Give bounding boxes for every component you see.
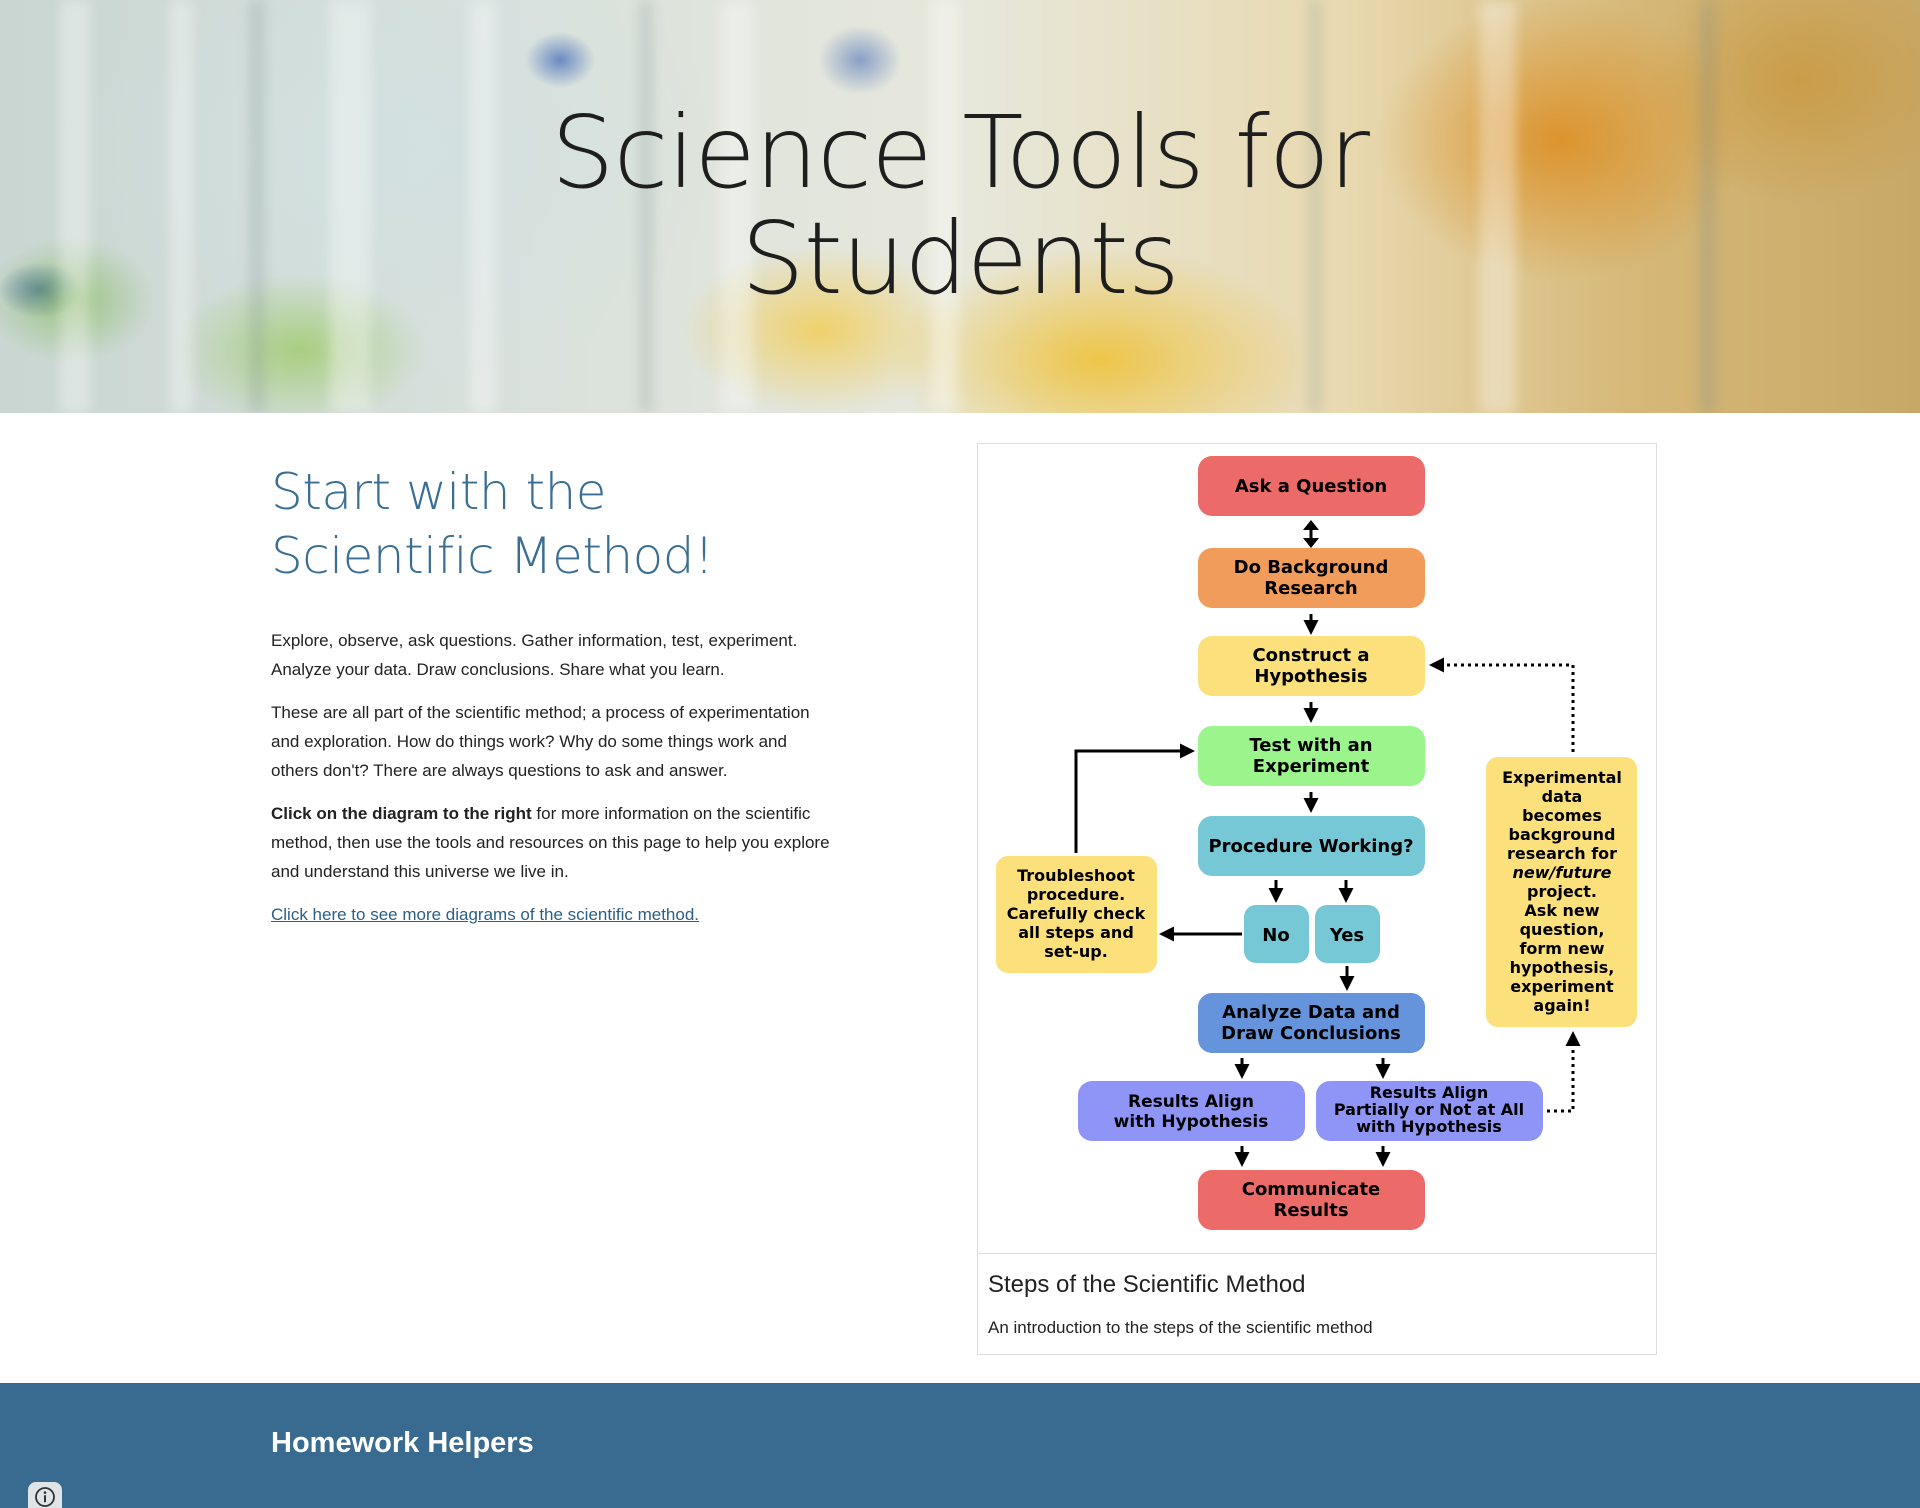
- step-results-partial-line2: Partially or Not at All: [1334, 1100, 1524, 1119]
- section-heading: Start with the Scientific Method!: [271, 460, 831, 588]
- step-procedure-working: [1198, 816, 1425, 876]
- section-heading-line1: Start with the: [271, 463, 607, 521]
- step-communicate-results: [1198, 1170, 1425, 1230]
- step-hypothesis: [1198, 636, 1425, 696]
- experimental-line: hypothesis,: [1510, 958, 1615, 977]
- step-results-align: [1078, 1081, 1305, 1141]
- scientific-method-diagram[interactable]: Ask a Question Do Background Research Co…: [978, 444, 1656, 1254]
- experimental-line: project.: [1527, 882, 1597, 901]
- caption-subtitle: An introduction to the steps of the scie…: [988, 1318, 1373, 1337]
- step-communicate-results-line2: Results: [1273, 1200, 1348, 1221]
- experimental-line: new/future: [1513, 863, 1612, 882]
- intro-paragraph-3-bold: Click on the diagram to the right: [271, 804, 532, 823]
- intro-paragraph-2: These are all part of the scientific met…: [271, 703, 810, 780]
- step-results-align-line2: with Hypothesis: [1114, 1112, 1269, 1132]
- step-ask-question-label: Ask a Question: [1235, 476, 1387, 497]
- section-heading-line2: Scientific Method!: [271, 527, 714, 585]
- intro-paragraph-1: Explore, observe, ask questions. Gather …: [271, 631, 798, 679]
- experimental-line: question,: [1520, 920, 1605, 939]
- caption-title[interactable]: Steps of the Scientific Method: [988, 1271, 1306, 1298]
- experimental-line: experiment: [1510, 977, 1614, 996]
- homework-helpers-heading: Homework Helpers: [271, 1427, 534, 1459]
- troubleshoot-line: Troubleshoot: [1017, 866, 1135, 885]
- experimental-line: background: [1509, 825, 1616, 844]
- intro-paragraph-3: Click on the diagram to the right for mo…: [271, 799, 831, 886]
- step-background-research-line1: Do Background: [1234, 557, 1389, 578]
- step-results-partial-line1: Results Align: [1370, 1083, 1489, 1102]
- step-ask-question: [1198, 456, 1425, 516]
- step-results-partial: [1316, 1081, 1543, 1141]
- step-test-experiment-line2: Experiment: [1253, 756, 1370, 777]
- experimental-data-box: [1486, 757, 1637, 1027]
- info-icon: [35, 1487, 55, 1507]
- troubleshoot-line: all steps and: [1018, 923, 1134, 942]
- step-test-experiment-line1: Test with an: [1249, 735, 1372, 756]
- more-diagrams-link[interactable]: Click here to see more diagrams of the s…: [271, 905, 700, 924]
- experimental-line: research for: [1507, 844, 1617, 863]
- homework-helpers-band: Homework Helpers: [0, 1383, 1920, 1508]
- experimental-line: Ask new: [1524, 901, 1599, 920]
- experimental-line: again!: [1533, 996, 1590, 1015]
- step-no-label: No: [1262, 925, 1289, 946]
- hero-banner: Science Tools for Students: [0, 0, 1920, 413]
- step-background-research-line2: Research: [1264, 578, 1358, 599]
- step-hypothesis-line1: Construct a: [1252, 645, 1369, 666]
- step-analyze-data: [1198, 993, 1425, 1053]
- step-analyze-data-line1: Analyze Data and: [1222, 1002, 1400, 1023]
- step-communicate-results-line1: Communicate: [1242, 1179, 1381, 1200]
- troubleshoot-line: Carefully check: [1007, 904, 1146, 923]
- page-title: Science Tools for Students: [0, 100, 1920, 312]
- troubleshoot-box: [996, 856, 1157, 973]
- step-background-research: [1198, 548, 1425, 608]
- troubleshoot-text: Troubleshoot procedure. Carefully check …: [1007, 866, 1146, 961]
- experimental-line: becomes: [1522, 806, 1602, 825]
- troubleshoot-line: procedure.: [1027, 885, 1125, 904]
- intro-paragraph-3-rest: for more information on the scientific m…: [271, 804, 830, 881]
- step-results-partial-line3: with Hypothesis: [1356, 1117, 1502, 1136]
- info-button[interactable]: [28, 1482, 62, 1508]
- experimental-line: data: [1542, 787, 1583, 806]
- step-hypothesis-line2: Hypothesis: [1254, 666, 1367, 687]
- flowchart-svg: Ask a Question Do Background Research Co…: [996, 456, 1637, 1230]
- step-yes: [1315, 905, 1380, 963]
- troubleshoot-line: set-up.: [1044, 942, 1108, 961]
- experimental-data-text: Experimental data becomes background res…: [1502, 768, 1622, 1015]
- experimental-line: form new: [1519, 939, 1604, 958]
- experimental-line: Experimental: [1502, 768, 1622, 787]
- intro-section: Start with the Scientific Method! Explor…: [271, 460, 831, 929]
- step-analyze-data-line2: Draw Conclusions: [1221, 1023, 1401, 1044]
- step-results-align-line1: Results Align: [1128, 1092, 1254, 1112]
- step-test-experiment: [1198, 726, 1425, 786]
- step-yes-label: Yes: [1329, 925, 1364, 946]
- page-title-line1: Science Tools for: [550, 94, 1370, 211]
- diagram-card[interactable]: Ask a Question Do Background Research Co…: [977, 443, 1657, 1355]
- step-procedure-working-label: Procedure Working?: [1208, 836, 1413, 857]
- step-no: [1244, 905, 1309, 963]
- page-title-line2: Students: [741, 200, 1180, 317]
